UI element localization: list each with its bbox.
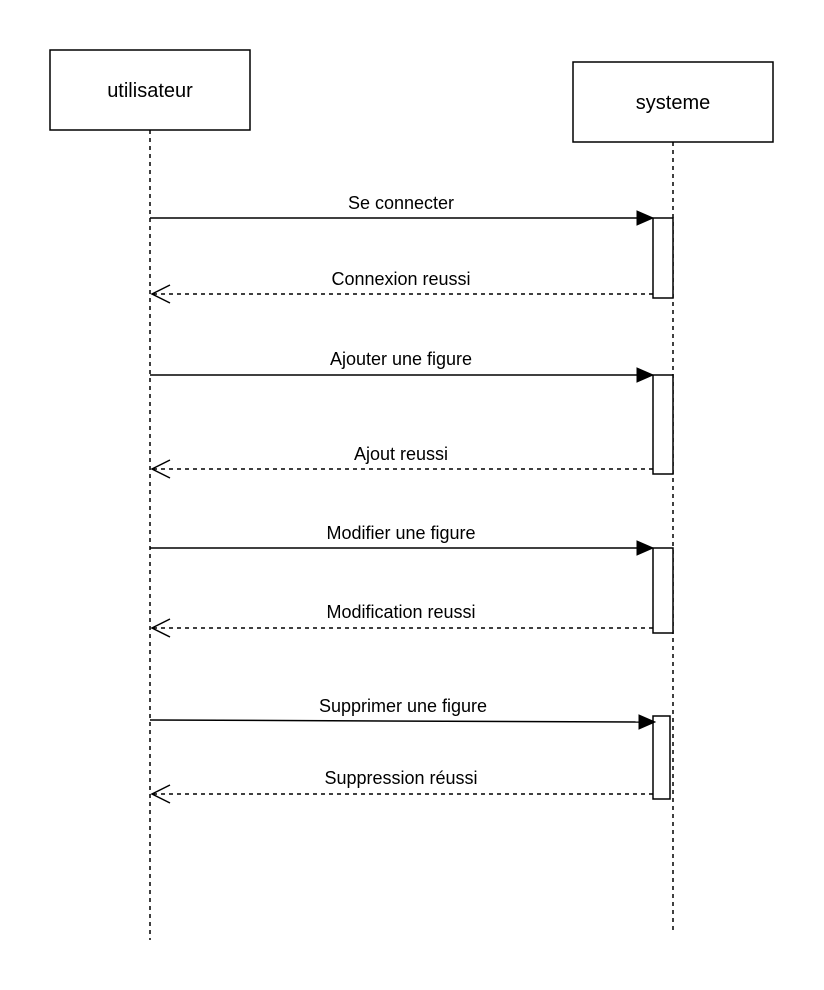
message-suppression-reussi: Suppression réussi <box>150 768 653 804</box>
message-ajouter-une-figure: Ajouter une figure <box>150 349 655 383</box>
message-label: Connexion reussi <box>331 269 470 289</box>
arrow-head-open <box>150 618 171 638</box>
message-supprimer-une-figure: Supprimer une figure <box>149 696 657 730</box>
message-connexion-reussi: Connexion reussi <box>150 269 653 304</box>
message-label: Se connecter <box>348 193 454 213</box>
arrow-head-open <box>150 284 171 304</box>
participant-name-utilisateur: utilisateur <box>107 80 193 102</box>
message-ajout-reussi: Ajout reussi <box>150 444 653 479</box>
participant-name-systeme: systeme <box>636 92 710 114</box>
activation-bar-2 <box>652 374 674 475</box>
participant-box-systeme <box>572 61 774 143</box>
message-label: Suppression réussi <box>324 768 477 788</box>
arrow-head-filled <box>636 367 655 383</box>
message-se-connecter: Se connecter <box>150 193 655 226</box>
message-label: Ajout reussi <box>354 444 448 464</box>
arrow-head-open <box>150 784 171 804</box>
message-label: Ajouter une figure <box>330 349 472 369</box>
message-modification-reussi: Modification reussi <box>150 602 653 638</box>
message-label: Supprimer une figure <box>319 696 487 716</box>
lifeline-systeme: systeme <box>572 61 774 930</box>
activation-bar-3 <box>652 547 674 634</box>
activation-bar-4 <box>652 715 671 800</box>
message-label: Modifier une figure <box>326 523 475 543</box>
arrow-head-filled <box>636 210 655 226</box>
message-modifier-une-figure: Modifier une figure <box>150 523 655 556</box>
arrow-head-filled <box>636 540 655 556</box>
participant-box-utilisateur <box>49 49 251 131</box>
arrow-head-filled <box>638 714 657 730</box>
message-line <box>149 719 641 723</box>
message-label: Modification reussi <box>326 602 475 622</box>
activation-bar-1 <box>652 217 674 299</box>
arrow-head-open <box>150 459 171 479</box>
lifeline-utilisateur: utilisateur <box>49 49 251 940</box>
